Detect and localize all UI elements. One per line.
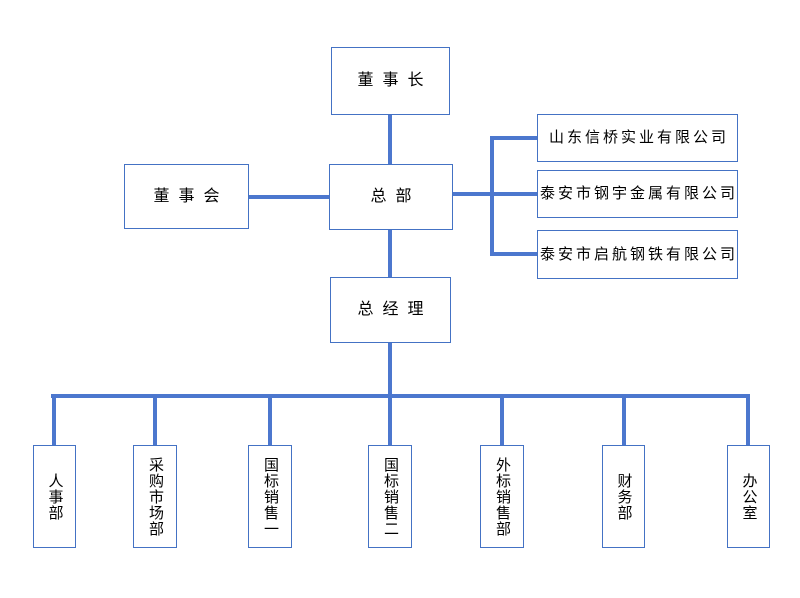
node-dept-renshibu[interactable]: 人事部 (33, 445, 76, 548)
connector-bracket-company3 (490, 252, 537, 256)
node-dept-4-label: 国标销售二 (382, 456, 399, 537)
node-company-1-label: 山东信桥实业有限公司 (548, 129, 729, 146)
connector-drop-dept3 (268, 396, 272, 445)
node-dept-6-label: 财务部 (615, 472, 633, 521)
connector-departments-bus (51, 394, 750, 398)
node-headquarters[interactable]: 总部 (329, 164, 453, 230)
connector-drop-dept1 (52, 396, 56, 445)
connector-drop-dept6 (622, 396, 626, 445)
node-general-manager[interactable]: 总经理 (330, 277, 451, 343)
node-company-2-label: 泰安市钢宇金属有限公司 (540, 185, 739, 202)
node-dept-bangongshi[interactable]: 办公室 (727, 445, 770, 548)
connector-drop-dept5 (500, 396, 504, 445)
node-chairman-label: 董事长 (357, 72, 433, 90)
node-dept-2-label: 采购市场部 (147, 456, 164, 537)
node-board-label: 董事会 (153, 187, 229, 205)
node-company-1[interactable]: 山东信桥实业有限公司 (537, 114, 738, 162)
node-dept-7-label: 办公室 (740, 472, 758, 521)
connector-drop-dept7 (746, 396, 750, 445)
connector-board-headquarters (249, 195, 329, 199)
node-dept-guobiaoxiaoshou2[interactable]: 国标销售二 (368, 445, 412, 548)
node-headquarters-label: 总部 (370, 188, 421, 206)
connector-headquarters-company2 (453, 192, 537, 196)
connector-chairman-headquarters (388, 115, 392, 164)
node-company-3[interactable]: 泰安市启航钢铁有限公司 (537, 230, 738, 279)
connector-drop-dept4 (388, 396, 392, 445)
connector-gm-bus (388, 343, 392, 398)
connector-companies-bracket (490, 136, 494, 256)
node-dept-3-label: 国标销售一 (262, 456, 279, 537)
node-dept-waibiaoxiaoshoubu[interactable]: 外标销售部 (480, 445, 524, 548)
node-dept-1-label: 人事部 (46, 472, 64, 521)
connector-headquarters-gm (388, 230, 392, 277)
connector-bracket-company1 (490, 136, 537, 140)
node-dept-5-label: 外标销售部 (494, 456, 511, 537)
connector-drop-dept2 (153, 396, 157, 445)
node-dept-caiwubu[interactable]: 财务部 (602, 445, 645, 548)
node-company-2[interactable]: 泰安市钢宇金属有限公司 (537, 170, 738, 218)
node-dept-caigoushichangbu[interactable]: 采购市场部 (133, 445, 177, 548)
node-company-3-label: 泰安市启航钢铁有限公司 (540, 245, 739, 263)
node-dept-guobiaoxiaoshou1[interactable]: 国标销售一 (248, 445, 292, 548)
node-chairman[interactable]: 董事长 (331, 47, 450, 115)
node-board[interactable]: 董事会 (124, 164, 249, 229)
node-general-manager-label: 总经理 (357, 301, 433, 319)
